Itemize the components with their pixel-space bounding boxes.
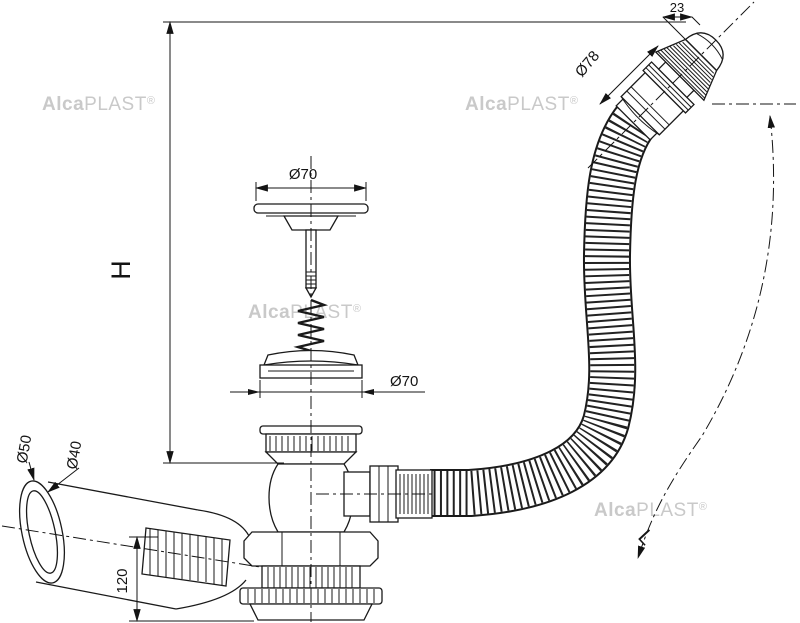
hose-length-arc <box>637 114 775 560</box>
dimension-lines <box>27 13 701 623</box>
dim-seal-diameter-label: Ø70 <box>390 373 418 390</box>
dim-plug-cap-diameter-label: Ø70 <box>289 166 317 183</box>
watermark-logo: AlcaPLAST® <box>465 94 578 115</box>
watermark-logo: AlcaPLAST® <box>42 94 155 115</box>
pipe-opening-inner <box>25 490 59 574</box>
dim-outlet-outer-label: Ø50 <box>14 434 36 465</box>
watermark-logo: AlcaPLAST® <box>248 302 361 323</box>
waste-tee-assembly <box>239 425 433 621</box>
dim-outlet-inner-label: Ø40 <box>64 440 86 471</box>
dim-hose-length-label: L <box>633 525 658 549</box>
dim-knob-diameter-label: Ø78 <box>572 48 603 81</box>
elbow-nut <box>141 527 231 587</box>
cap-axis-centerline <box>587 1 755 169</box>
watermark-logo: AlcaPLAST® <box>594 500 707 521</box>
flexible-overflow-hose <box>430 105 656 517</box>
dim-base-height-label: 120 <box>114 568 131 593</box>
dim-height-label: H <box>106 260 136 280</box>
dim-knob-width-label: 23 <box>670 0 684 15</box>
side-outlet-pipe <box>18 480 251 610</box>
pipe-axis-centerline <box>1 525 261 568</box>
